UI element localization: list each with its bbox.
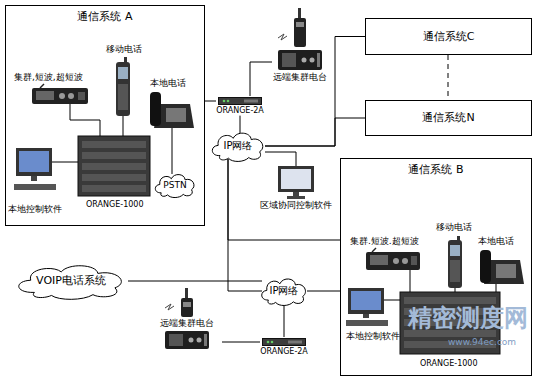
base-radio-icon (152, 329, 222, 351)
connector (222, 342, 260, 343)
box-title: 通信系统C (423, 30, 475, 43)
device-caption: ORANGE-1000 (86, 200, 144, 210)
connector (205, 101, 216, 102)
cloud-label: IP网络 (224, 140, 253, 152)
base-radio-icon (272, 48, 328, 72)
box-title: 通信系统 A (77, 10, 132, 23)
cloud-label: IP网络 (270, 285, 299, 297)
device-caption: 远端集群电台 (152, 318, 222, 329)
device-caption: ORANGE-2A (216, 106, 264, 116)
connector (284, 303, 285, 337)
gateway-device: ORANGE-2A (216, 96, 264, 116)
cloud-label: PSTN (163, 180, 186, 191)
device-caption: 本地电话 (478, 236, 514, 247)
connector (228, 159, 340, 240)
radio-station: 远端集群电台 (152, 288, 222, 351)
system-box: 通信系统C (365, 18, 532, 55)
device-caption: ORANGE-2A (260, 347, 308, 357)
device-caption: 远端集群电台 (272, 72, 328, 83)
orange-2a-icon (218, 96, 262, 106)
computer-icon (346, 288, 388, 326)
connector (228, 159, 262, 291)
device-icon (260, 166, 332, 200)
network-cloud: VOIP电话系统 (10, 262, 132, 300)
control-software: 区域协同控制软件 (260, 166, 332, 211)
network-cloud: IP网络 (258, 276, 310, 306)
desk-phone-icon (480, 250, 524, 284)
connector (307, 291, 340, 292)
device-caption: 移动电话 (106, 44, 142, 55)
device-icon (152, 288, 222, 318)
mobile-phone-icon (448, 236, 462, 288)
dashed-line (448, 55, 449, 100)
cloud-label: VOIP电话系统 (36, 274, 106, 287)
radio-icon (32, 84, 88, 104)
wire (384, 270, 496, 300)
watermark-url: www.94ec.com (448, 337, 516, 348)
system-box: 通信系统N (365, 100, 532, 136)
system-box: 通信系统 A PSTN (5, 5, 205, 226)
device-caption: 本地控制软件 (346, 331, 400, 342)
watermark: 精密测度网 (408, 304, 528, 333)
box-title: 通信系统 B (408, 163, 463, 176)
device-icon (216, 96, 264, 106)
desk-phone-icon (150, 92, 194, 128)
connector (240, 116, 241, 133)
network-cloud: PSTN (152, 172, 198, 198)
device-caption: 区域协同控制软件 (260, 200, 332, 211)
device-icon (152, 329, 222, 351)
monitor-icon (276, 166, 316, 200)
computer-icon (14, 148, 56, 190)
device-caption: 移动电话 (436, 222, 472, 233)
radio-icon (366, 248, 420, 270)
device-caption: 集群.短波.超短波 (350, 236, 419, 247)
walkie-talkie-icon (152, 288, 222, 318)
device-caption: ORANGE-1000 (420, 359, 478, 369)
walkie-talkie-icon (272, 8, 328, 48)
box-title: 通信系统N (422, 111, 474, 124)
wire (52, 104, 172, 174)
connector (128, 281, 262, 282)
connector (265, 118, 365, 146)
device-icon (272, 8, 328, 48)
device-icon (272, 48, 328, 72)
device-caption: 本地控制软件 (8, 204, 62, 215)
radio-station: 远端集群电台 (272, 8, 328, 83)
gateway-device: ORANGE-2A (260, 337, 308, 357)
network-cloud: IP网络 (208, 130, 268, 162)
device-caption: 集群,短波,超短波 (14, 72, 83, 83)
device-icon (260, 337, 308, 347)
connector (250, 62, 272, 96)
connector (265, 152, 296, 166)
connector (265, 37, 365, 147)
orange-1000-rack (78, 136, 150, 196)
mobile-phone-icon (116, 57, 130, 116)
orange-2a-icon (262, 337, 306, 347)
device-caption: 本地电话 (150, 78, 186, 89)
